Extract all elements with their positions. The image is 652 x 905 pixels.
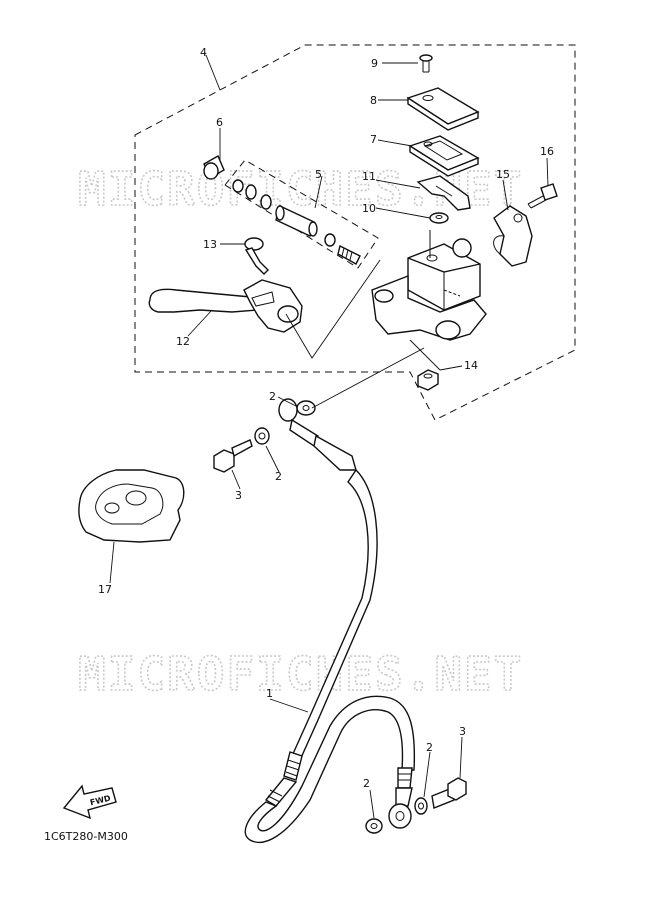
- piston-kit-part-5: [232, 179, 361, 265]
- callout-6: 6: [216, 116, 223, 129]
- leader-lines: [109, 54, 549, 819]
- callout-2-upper-b: 2: [275, 470, 282, 483]
- callout-2-lower-a: 2: [363, 777, 370, 790]
- boot-part-6: [203, 155, 225, 180]
- washer-lower-a-part-2: [365, 818, 383, 834]
- diaphragm-part-11: [416, 175, 471, 211]
- diaphragm-plate-part-7: [408, 135, 480, 177]
- callout-7: 7: [370, 133, 377, 146]
- reservoir-cap-part-8: [406, 87, 480, 131]
- callout-12: 12: [176, 335, 190, 348]
- callout-15: 15: [496, 168, 510, 181]
- callout-3-lower: 3: [459, 725, 466, 738]
- banjo-bolt-upper-part-3: [213, 439, 253, 473]
- bolt-part-16: [527, 183, 558, 209]
- lever-part-12: [148, 279, 303, 333]
- callout-3-upper: 3: [235, 489, 242, 502]
- washer-upper-b-part-2: [296, 400, 316, 416]
- cover-part-17: [78, 469, 185, 543]
- callout-11: 11: [362, 170, 376, 183]
- nut-part-14: [417, 369, 439, 391]
- callout-10: 10: [362, 202, 376, 215]
- callout-4: 4: [200, 46, 207, 59]
- callout-1: 1: [266, 687, 273, 700]
- brake-hose-part-1: [244, 398, 416, 844]
- washer-lower-b-part-2: [414, 797, 428, 815]
- washer-upper-a-part-2: [254, 427, 270, 445]
- pivot-pin-part-13: [244, 237, 269, 275]
- diagram-code: 1C6T280-M300: [44, 830, 128, 843]
- callout-2-lower-b: 2: [426, 741, 433, 754]
- banjo-bolt-lower-part-3: [431, 777, 467, 809]
- watermark-bottom: MICROFICHES.NET: [78, 647, 523, 701]
- master-cylinder-body: [371, 230, 487, 341]
- assembly-outline: [134, 44, 576, 421]
- clamp-part-15: [493, 205, 533, 267]
- callout-9: 9: [371, 57, 378, 70]
- callout-8: 8: [370, 94, 377, 107]
- callout-5: 5: [315, 168, 322, 181]
- float-part-10: [429, 212, 449, 224]
- forward-arrow-icon: FWD: [62, 784, 117, 820]
- callout-2-upper-a: 2: [269, 390, 276, 403]
- piston-kit-outline: [224, 159, 379, 269]
- callout-17: 17: [98, 583, 112, 596]
- callout-14: 14: [464, 359, 478, 372]
- screw-part-9: [419, 54, 433, 73]
- callout-13: 13: [203, 238, 217, 251]
- callout-16: 16: [540, 145, 554, 158]
